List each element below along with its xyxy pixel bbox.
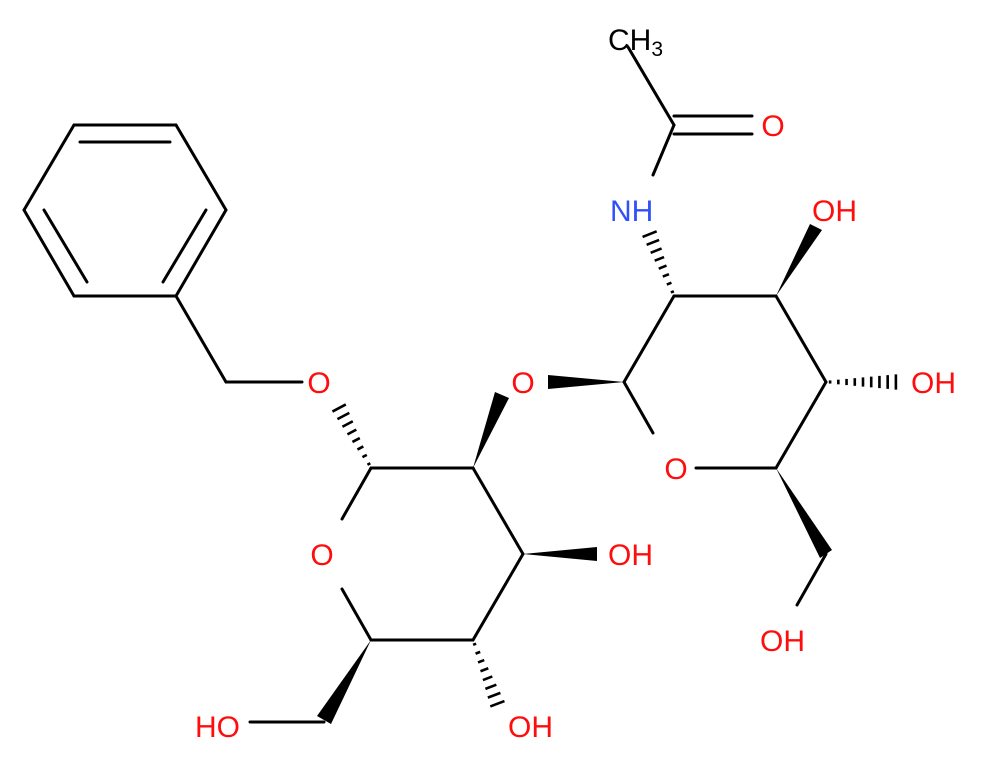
hashA1-stroke xyxy=(361,453,368,459)
hash-bond-b4 xyxy=(828,374,898,390)
hashB2-stroke xyxy=(650,247,663,254)
hashA1-stroke xyxy=(346,428,357,436)
hashA4-stroke xyxy=(475,650,481,655)
hydroxyl-a4-label: OH xyxy=(508,711,553,744)
glycosidic-oxygen-label: O xyxy=(511,367,534,400)
hashA1-stroke xyxy=(356,445,364,451)
wedge-bond-b5 xyxy=(776,468,832,558)
hashA1-stroke xyxy=(366,462,371,466)
hydroxyl-a3-label: OH xyxy=(608,539,653,572)
hashB2-stroke xyxy=(670,290,675,294)
hashB2-stroke xyxy=(666,281,672,286)
benzyl-oxygen-label: O xyxy=(307,367,330,400)
hydroxyl-b4-label: OH xyxy=(911,367,956,400)
hashB2-stroke xyxy=(662,272,670,278)
hashA4-stroke xyxy=(472,642,477,647)
hashA1-stroke xyxy=(351,436,361,444)
hydroxyl-a6-label: HO xyxy=(195,711,240,744)
ring-a-oxygen-label: O xyxy=(310,539,333,572)
hashB2-stroke xyxy=(646,238,660,247)
hydroxyl-b3-label: OH xyxy=(812,195,857,228)
wedge-bond-a5 xyxy=(317,640,371,724)
wedge-bond-a3 xyxy=(523,547,597,561)
hashA4-stroke xyxy=(489,699,505,708)
hash-bond-b2 xyxy=(642,230,675,294)
ring-b-oxygen-label: O xyxy=(664,453,687,486)
hashA1-stroke xyxy=(341,420,354,428)
hashB2-stroke xyxy=(654,255,665,262)
pyranose-ring-b xyxy=(622,45,828,607)
methyl-label-main: CH xyxy=(608,24,651,57)
hashA4-stroke xyxy=(477,658,485,664)
hash-bond-a1 xyxy=(331,403,371,466)
hash-bond-a4 xyxy=(472,642,505,708)
benzyl-linker xyxy=(174,294,304,384)
methyl-label: CH3 xyxy=(608,24,663,61)
hashA4-stroke xyxy=(480,667,489,673)
hashB2-stroke xyxy=(642,230,658,239)
hashA4-stroke xyxy=(484,683,497,691)
hydroxyl-b6-label: OH xyxy=(760,625,805,658)
amide-nitrogen-label: NH xyxy=(610,195,653,228)
wedge-bond-a2 xyxy=(473,392,509,468)
benzene-ring xyxy=(22,123,228,298)
hashA4-stroke xyxy=(487,691,501,699)
pyranose-ring-a xyxy=(248,466,525,724)
carbonyl-oxygen-label: O xyxy=(761,110,784,143)
hashA1-stroke xyxy=(331,403,347,413)
hashA4-stroke xyxy=(482,675,493,682)
wedge-bond-b1 xyxy=(548,375,624,389)
methyl-label-subscript: 3 xyxy=(651,38,663,61)
wedge-bond-b3 xyxy=(776,224,822,296)
hashB2-stroke xyxy=(658,264,667,270)
hashA1-stroke xyxy=(336,411,350,421)
